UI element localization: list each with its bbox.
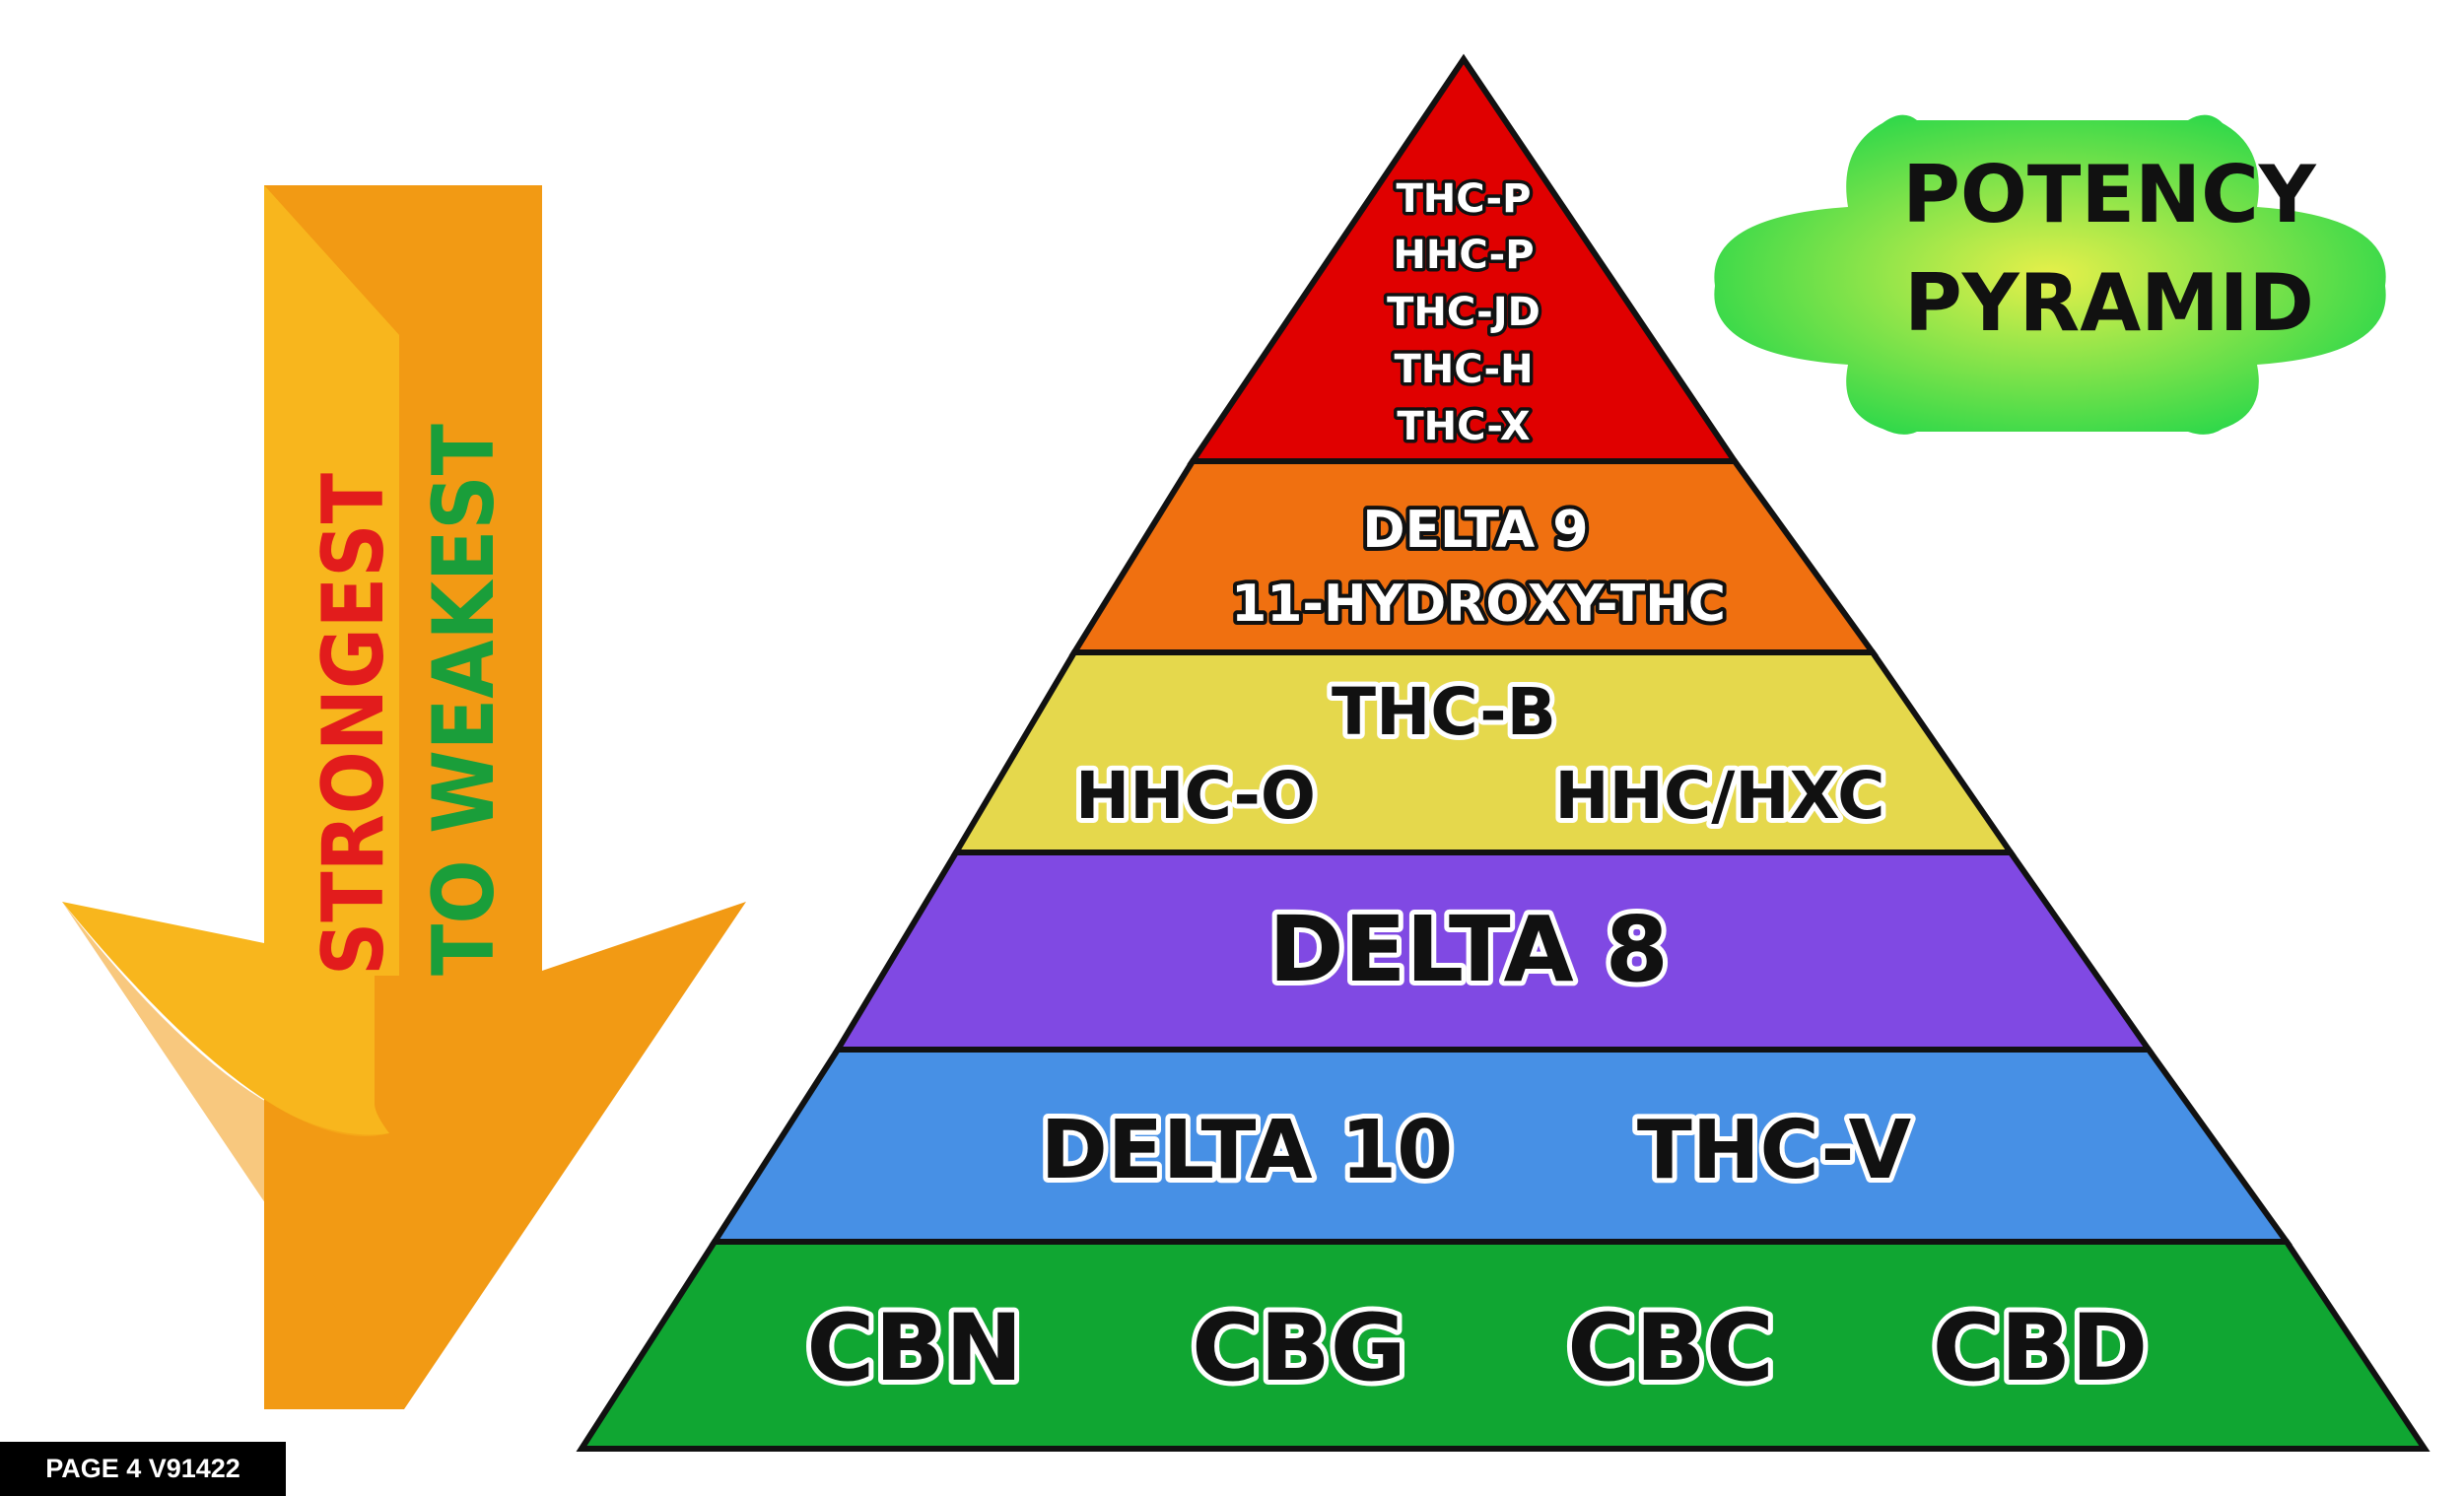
arrow-light-shaft (264, 185, 399, 976)
tier6-item-cbg: CBG (1192, 1295, 1406, 1402)
strongest-label: STRONGEST (305, 473, 403, 976)
badge-line-1: POTENCY (1902, 149, 2317, 240)
tier3-item-hhc-hxc: HHC/HXC (1554, 758, 1884, 834)
badge-line-2: PYRAMID (1904, 257, 2314, 349)
tier1-item-thc-jd: THC-JD (1387, 290, 1540, 335)
tier5-item-delta-10: DELTA 10 (1041, 1104, 1453, 1197)
tier4-item-delta-8: DELTA 8 (1268, 897, 1668, 1002)
tier6-item-cbd: CBD (1933, 1295, 2149, 1402)
tier6-item-cbc: CBC (1567, 1295, 1774, 1402)
badge-shape (1714, 114, 2386, 435)
tier6-item-cbn: CBN (806, 1295, 1022, 1402)
page-version-label: PAGE 4 V91422 (0, 1442, 286, 1496)
tier3-item-hhc-o: HHC-O (1075, 758, 1316, 834)
potency-pyramid-badge (1714, 114, 2386, 435)
tier3-item-thc-b: THC-B (1332, 674, 1556, 750)
strength-arrow (62, 185, 746, 1409)
tier1-item-hhc-p: HHC-P (1393, 233, 1534, 278)
tier1-item-thc-x: THC-X (1397, 404, 1530, 449)
tier1-item-thc-h: THC-H (1394, 347, 1533, 392)
tier5-item-thc-v: THC-V (1637, 1104, 1912, 1197)
weakest-label: TO WEAKEST (415, 424, 513, 976)
pyramid-tier-5 (709, 1047, 2293, 1245)
pyramid-tier-6 (576, 1239, 2430, 1452)
arrow-light-half (62, 185, 399, 1137)
tier1-item-thc-p: THC-P (1397, 176, 1532, 222)
tier2-item-11-hydroxy-thc: 11-HYDROXY-THC (1231, 575, 1726, 634)
arrow-shadow-curve (62, 902, 404, 1409)
pyramid (576, 53, 2430, 1452)
tier2-item-delta-9: DELTA 9 (1362, 501, 1588, 560)
